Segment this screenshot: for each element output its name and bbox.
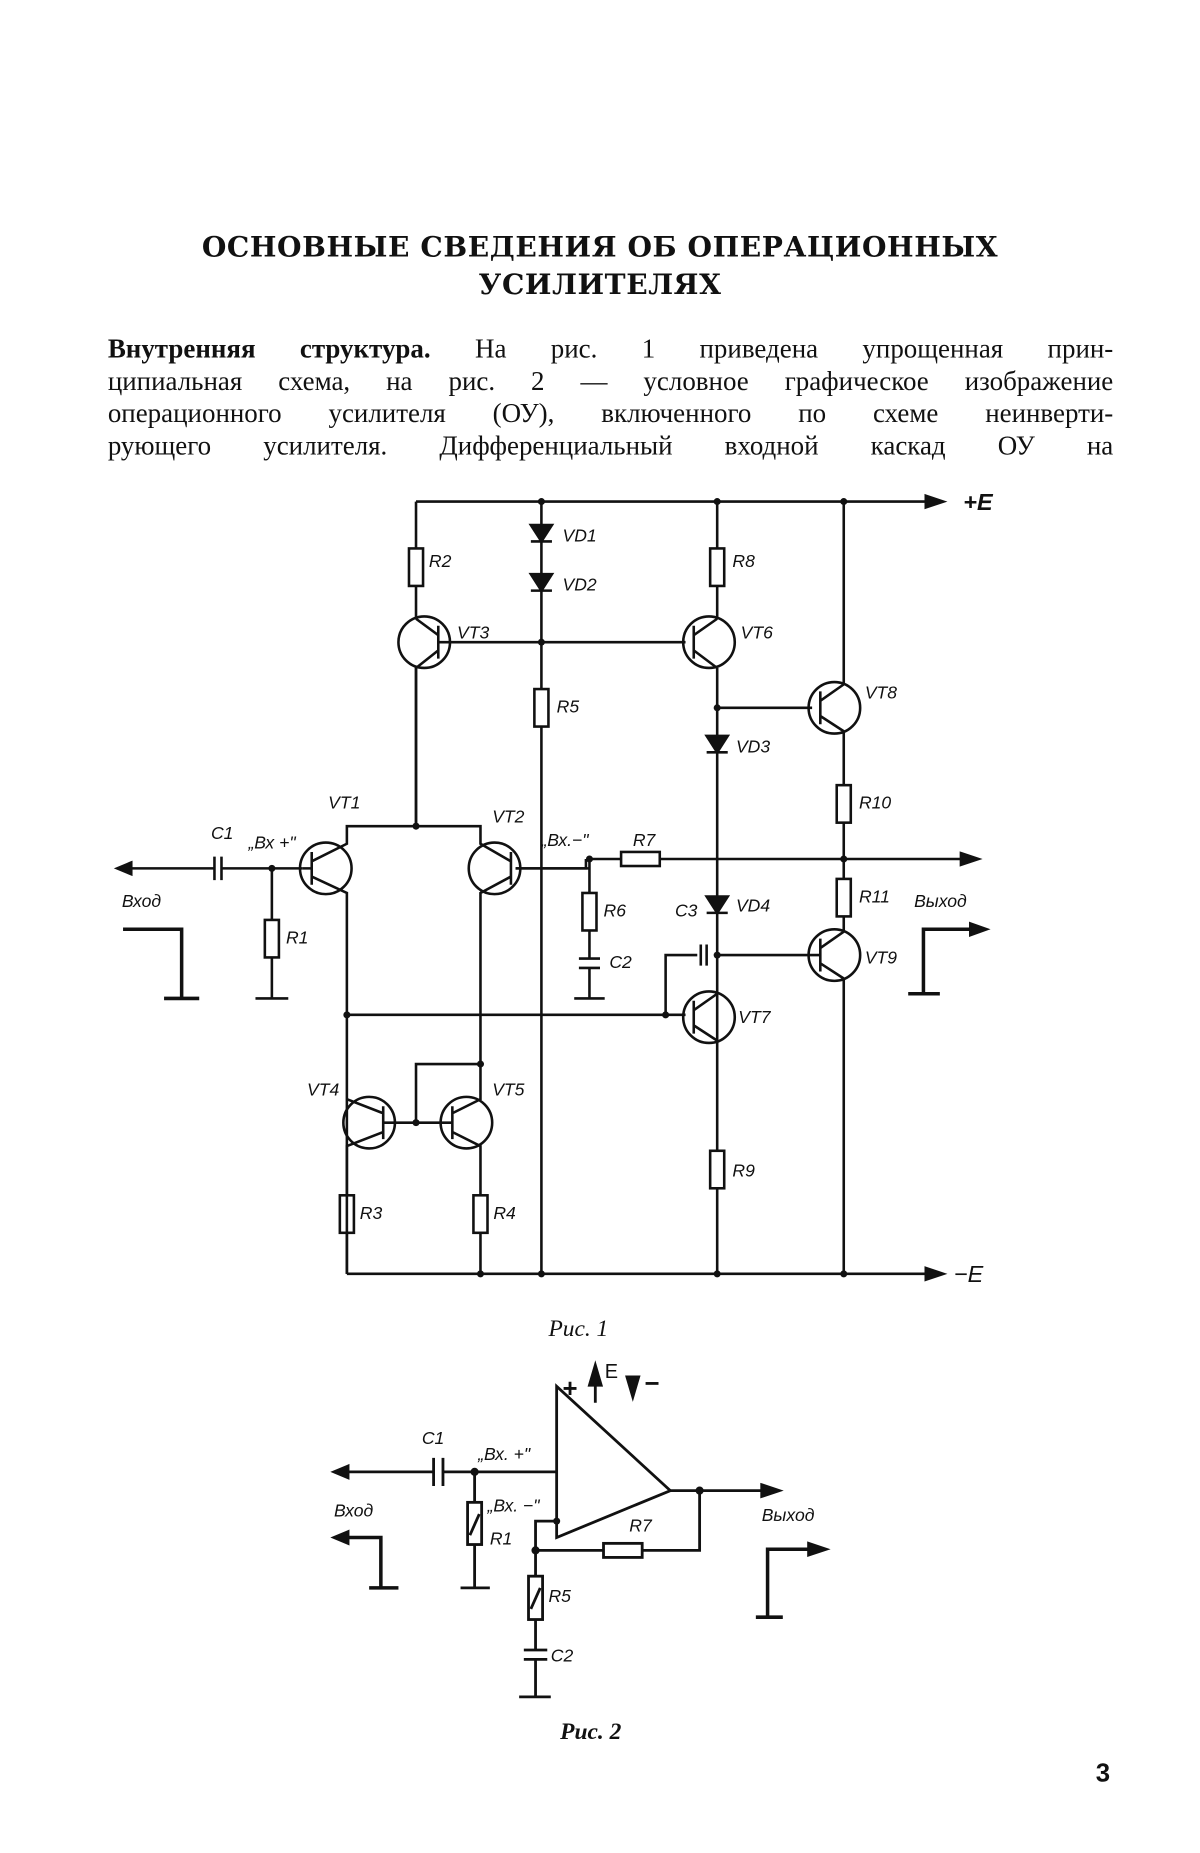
label-vd2: VD2 [563, 575, 597, 595]
label-vt3: VT3 [457, 623, 489, 643]
label-output: Выход [762, 1505, 815, 1525]
diode-vd2 [531, 574, 552, 590]
resistor-r7 [621, 852, 660, 866]
junction-dots [268, 498, 847, 1277]
figure-2-schematic [334, 1365, 826, 1697]
resistor-r1 [265, 920, 279, 958]
arrow-icon [961, 853, 979, 865]
resistor-r11 [837, 879, 851, 917]
figure-1-labels: +E −E VD1 VD2 VD3 VD4 R2 R5 R8 R10 R11 R… [122, 489, 994, 1342]
label-r9: R9 [732, 1161, 755, 1181]
resistor-r7 [604, 1543, 643, 1557]
label-plus: + [563, 1375, 578, 1403]
figure-2-caption: Рис. 2 [559, 1719, 621, 1745]
output-ground [908, 929, 984, 993]
label-r5: R5 [557, 697, 580, 717]
label-r10: R10 [859, 793, 891, 813]
arrow-icon [970, 923, 986, 935]
label-e: E [605, 1361, 618, 1383]
label-vd4: VD4 [736, 896, 770, 916]
arrow-icon [809, 1543, 827, 1555]
arrow-icon [117, 863, 131, 875]
label-input-minus: „Вх. −" [487, 1496, 541, 1516]
label-vt9: VT9 [865, 947, 897, 967]
label-vt5: VT5 [492, 1080, 524, 1100]
label-c3: C3 [675, 900, 698, 920]
label-minus-e: −E [954, 1261, 984, 1287]
label-input-plus: „Вх +" [247, 832, 296, 852]
figure-1-caption: Рис. 1 [547, 1316, 608, 1342]
label-vt4: VT4 [307, 1080, 339, 1100]
resistor-r8 [710, 548, 724, 586]
arrow-icon [926, 496, 944, 508]
label-vt7: VT7 [738, 1007, 771, 1027]
label-vt8: VT8 [865, 682, 897, 702]
capacitor-c1 [214, 857, 221, 880]
label-r3: R3 [360, 1203, 383, 1223]
resistor-r5 [534, 689, 548, 727]
label-plus-e: +E [963, 489, 994, 515]
resistor-r6 [582, 893, 596, 931]
label-r5: R5 [548, 1586, 571, 1606]
input-ground [123, 929, 199, 998]
label-vt6: VT6 [741, 623, 773, 643]
arrow-icon [334, 1466, 348, 1478]
label-r11: R11 [859, 886, 890, 906]
label-input: Вход [122, 891, 161, 911]
diode-vd3 [707, 736, 728, 752]
label-minus: − [645, 1370, 660, 1398]
label-vt2: VT2 [492, 807, 524, 827]
label-vd3: VD3 [736, 736, 770, 756]
label-vt1: VT1 [328, 793, 360, 813]
label-r8: R8 [732, 551, 755, 571]
label-vd1: VD1 [563, 525, 597, 545]
label-input: Вход [334, 1500, 373, 1520]
output-ground [756, 1549, 820, 1617]
label-input-plus: „Вх. +" [477, 1444, 531, 1464]
resistor-r4 [473, 1195, 487, 1233]
label-r1: R1 [490, 1529, 512, 1549]
resistor-r10 [837, 785, 851, 823]
capacitor-c3 [666, 945, 821, 1015]
op-amp-triangle [557, 1386, 671, 1537]
arrow-icon [762, 1485, 780, 1497]
label-r1: R1 [286, 927, 308, 947]
label-r6: R6 [604, 900, 627, 920]
arrow-icon [926, 1268, 944, 1280]
label-c2: C2 [551, 1646, 574, 1666]
label-input-minus: „Вх.−" [540, 830, 589, 850]
capacitor-c1 [434, 1458, 443, 1486]
page-number: 3 [1096, 1758, 1110, 1788]
label-c1: C1 [422, 1428, 444, 1448]
figure-2-labels: E + − C1 „Вх. +" „Вх. −" R1 R7 R5 C2 Вхо… [334, 1361, 815, 1745]
label-r2: R2 [429, 551, 452, 571]
diode-vd1 [531, 525, 552, 541]
resistor-r9 [710, 1151, 724, 1189]
resistor-r2 [409, 548, 423, 586]
label-r7: R7 [633, 830, 657, 850]
label-output: Выход [914, 891, 967, 911]
diode-vd4 [707, 896, 728, 912]
label-r4: R4 [493, 1203, 516, 1223]
figure-1-schematic [117, 496, 987, 1280]
label-c2: C2 [609, 952, 632, 972]
label-r7: R7 [629, 1516, 653, 1536]
arrow-icon [334, 1532, 348, 1544]
label-c1: C1 [211, 823, 233, 843]
